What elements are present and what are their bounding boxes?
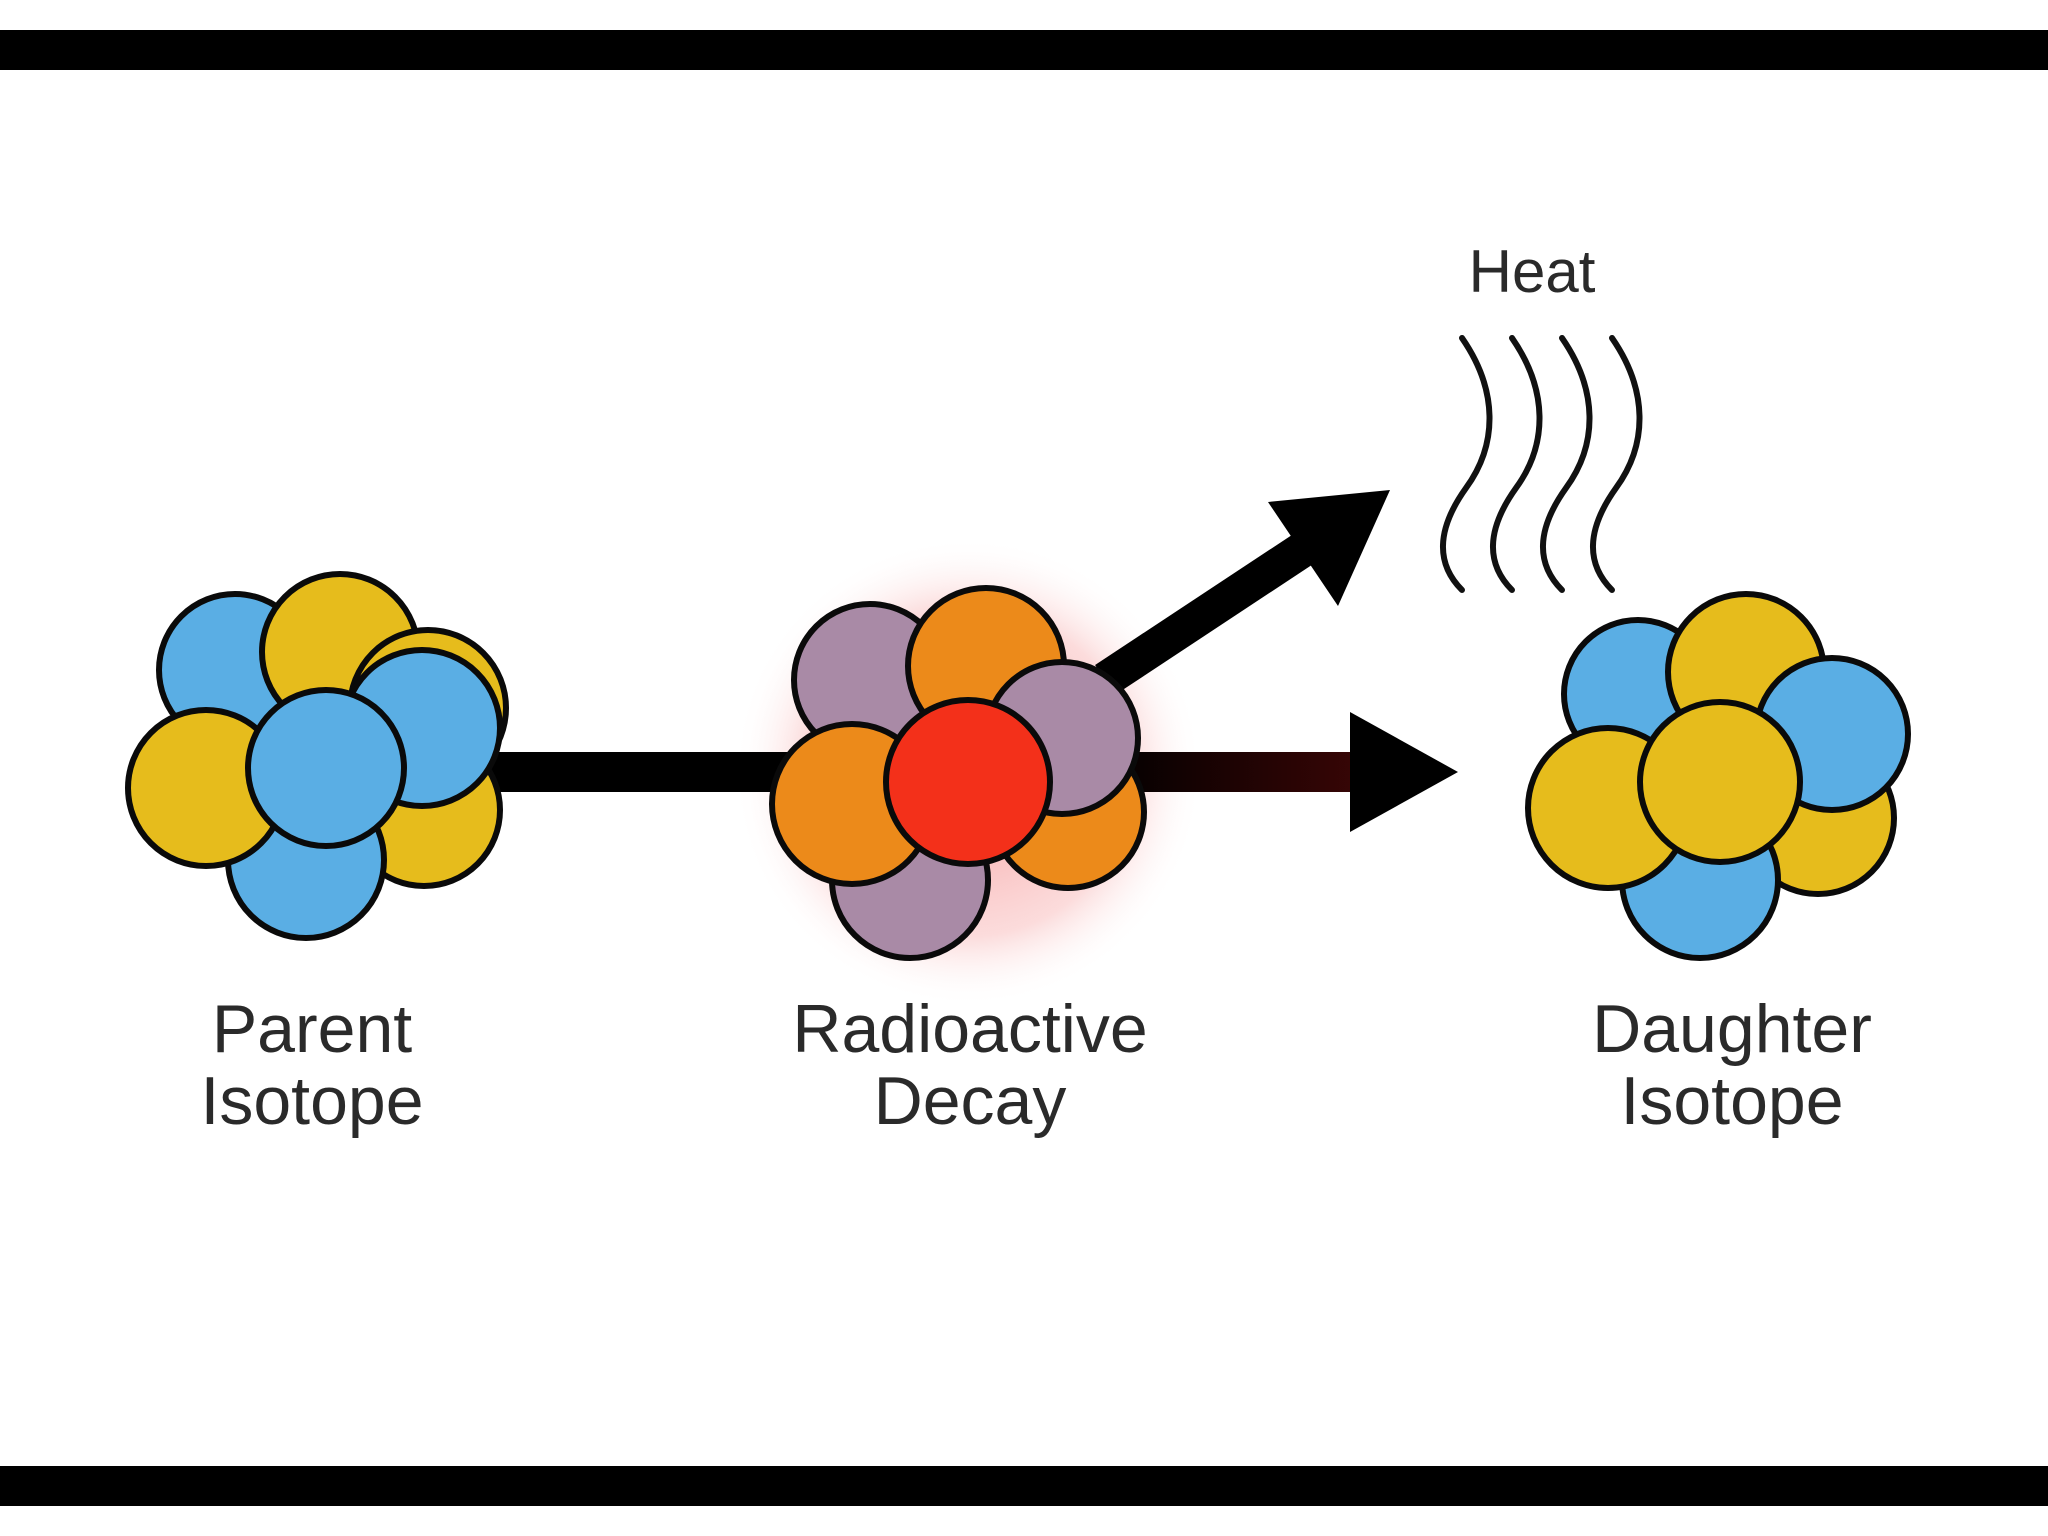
parent-nucleus-icon <box>125 571 509 941</box>
parent-label-line1: Parent <box>212 991 412 1067</box>
particle-blue <box>245 687 407 849</box>
particle-red <box>883 697 1053 867</box>
daughter-label-line2: Isotope <box>1620 1063 1843 1139</box>
decay-label-line2: Decay <box>874 1063 1067 1139</box>
particle-yellow <box>1637 699 1803 865</box>
bottom-band <box>0 1466 2048 1506</box>
parent-label-line2: Isotope <box>200 1063 423 1139</box>
daughter-label-line1: Daughter <box>1592 991 1872 1067</box>
decaying-nucleus-icon <box>769 585 1147 961</box>
top-band <box>0 30 2048 70</box>
heat-waves-icon <box>1440 335 1643 593</box>
heat-label: Heat <box>1469 238 1596 305</box>
decay-label-line1: Radioactive <box>792 991 1147 1067</box>
daughter-nucleus-icon <box>1525 591 1911 961</box>
heat-arrow <box>1095 490 1390 696</box>
